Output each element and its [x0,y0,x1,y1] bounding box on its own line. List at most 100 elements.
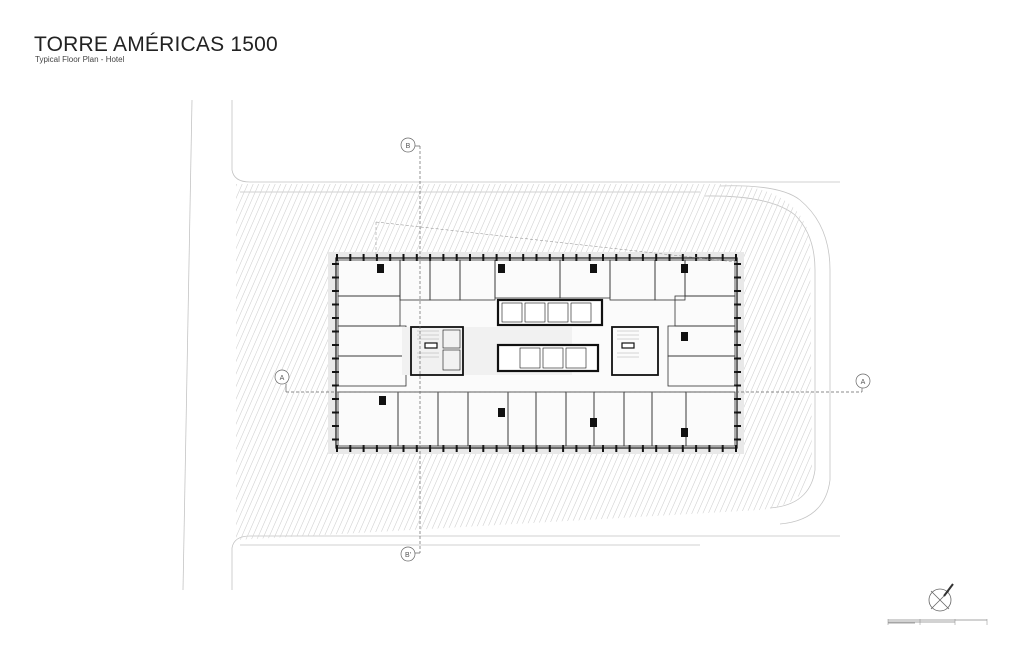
site-outline [182,99,840,591]
column [655,254,658,261]
column [389,445,392,452]
column [641,445,644,452]
column [734,276,741,279]
hatch-line [236,184,239,540]
column [508,254,511,261]
column [336,445,338,452]
column [332,425,339,427]
column [562,445,565,452]
hatch-line [672,184,812,540]
hatch-line [732,184,812,540]
elevator-bank-upper [496,298,604,327]
column [602,254,604,261]
column [332,411,339,414]
column [734,290,741,292]
column [362,254,365,261]
shaft [498,408,505,417]
column [455,445,458,452]
column [522,254,525,261]
column [495,445,498,452]
column [734,344,741,346]
hatch-line [793,184,812,540]
column [332,330,339,333]
hatch-line [236,184,267,540]
column [332,398,339,400]
column [402,445,405,452]
hatch-line [694,184,812,540]
section-a-end-label: A [861,379,866,386]
column [349,445,352,452]
scale-bar [887,619,988,625]
column [735,445,737,452]
hatch-line [821,180,981,545]
hatch-line [236,184,344,540]
hatch-line [798,184,812,540]
shaft [681,428,688,437]
north-arrow-icon [928,583,954,612]
column [362,445,365,452]
column [668,254,671,261]
hatch-line [760,184,812,540]
column [332,317,339,319]
column [575,445,578,452]
hatch-line [236,184,371,540]
column [402,254,405,261]
hotel-rooms [337,259,736,447]
column [721,254,724,261]
column [332,303,339,306]
column [628,445,631,452]
column [332,263,339,265]
shaft [590,264,597,273]
core-left [410,326,464,376]
column [442,254,445,261]
hatch-line [765,184,812,540]
column [602,445,604,452]
hatch-line [236,184,256,540]
column [628,254,631,261]
hatch-line [236,184,294,540]
column [695,445,698,452]
hatch-line [236,184,289,540]
column [455,254,458,261]
hatch-line [237,184,399,540]
column [548,254,551,261]
column [508,445,511,452]
section-line-b [400,137,421,562]
hatch-line [699,184,812,540]
hatch-line [243,184,404,540]
hatch-line [749,184,812,540]
hatch-line [710,184,812,540]
hatch-line [236,184,272,540]
column [469,445,471,452]
column [734,398,741,400]
column [548,445,551,452]
hatch-line [236,184,300,540]
column [562,254,565,261]
hatch-line [236,184,327,540]
column [332,384,339,387]
column [734,303,741,306]
hatch-line [73,180,233,545]
column [375,254,378,261]
column [734,384,741,387]
hatch-line [787,184,812,540]
elevator-bank-lower [496,343,600,373]
column [332,371,339,373]
shaft [681,332,688,341]
perimeter-columns [332,254,741,452]
hatch-line [236,184,305,540]
column [734,317,741,319]
hatch-line [771,184,812,540]
guest-room [667,355,736,387]
column [681,254,684,261]
elevator-car [442,329,461,349]
hatch-line [827,180,987,545]
column [655,445,658,452]
column [641,254,644,261]
column [429,445,432,452]
hatch-line [838,180,998,545]
shaft [681,264,688,273]
hatch-line [804,184,812,540]
hatch-line [727,184,812,540]
